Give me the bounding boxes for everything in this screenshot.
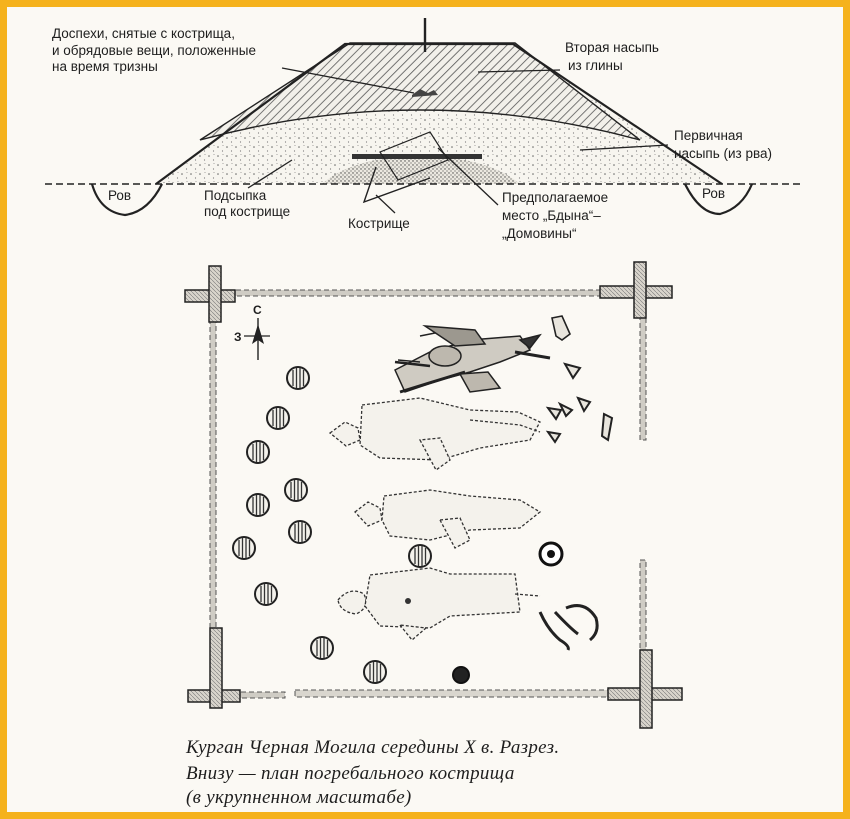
post-se-vertical (639, 649, 653, 729)
skeleton-1 (328, 397, 541, 471)
post-sw-vertical (209, 627, 223, 709)
armor-label: Доспехи, снятые с кострища, и обрядовые … (52, 26, 260, 74)
shield (232, 536, 256, 560)
skeleton-3 (337, 567, 541, 641)
bdyn-shape (379, 131, 449, 181)
ditch-left (90, 183, 163, 217)
armor-item (551, 315, 571, 341)
corner-posts (184, 261, 683, 729)
horn (538, 611, 570, 651)
shield (254, 582, 278, 606)
figure-caption: Курган Черная Могила середины X в. Разре… (185, 737, 564, 808)
compass-west: З (234, 330, 242, 344)
shield (408, 544, 432, 568)
armor-pile (412, 89, 438, 97)
ditch-right (684, 183, 754, 216)
leader-lines (247, 67, 669, 214)
fragment (545, 430, 562, 444)
fragments (545, 362, 614, 444)
fragment (562, 362, 582, 380)
vessel (547, 550, 555, 558)
pyre-label: Кострище (348, 216, 410, 231)
fragment (557, 401, 574, 418)
mound-outline (155, 42, 723, 185)
ditch-right-label: Ров (702, 186, 725, 201)
shield (363, 660, 387, 684)
post-nw-vertical (208, 265, 222, 323)
horn (553, 610, 579, 636)
post-ne-vertical (633, 261, 647, 319)
pyre-pit (362, 166, 431, 204)
pyre-bedding (322, 155, 520, 184)
skeleton-2 (354, 489, 542, 549)
bdyn-label: Предполагаемое место „Бдына“– „Домовины“ (502, 190, 612, 241)
shield (310, 636, 334, 660)
shield (288, 520, 312, 544)
cross-section: Доспехи, снятые с кострища, и обрядовые … (45, 18, 800, 241)
shield (286, 366, 310, 390)
primary-mound-label: Первичная насыпь (из рва) (674, 128, 772, 161)
shield (246, 493, 270, 517)
fragment (600, 412, 614, 442)
shield (284, 478, 308, 502)
armor-cluster (394, 325, 551, 394)
shield (246, 440, 270, 464)
vessel (452, 666, 470, 684)
skeleton-3-ornament (405, 598, 411, 604)
horn (565, 604, 599, 642)
compass-north: С (253, 303, 262, 317)
ditch-left-label: Ров (108, 188, 131, 203)
pyre-layer (352, 154, 482, 159)
compass-rose: С З (234, 303, 270, 360)
second-mound-label: Вторая насыпь из глины (565, 40, 663, 73)
fragment (545, 406, 563, 421)
pyre-plan: С З (184, 261, 683, 729)
shield (266, 406, 290, 430)
vessels (452, 541, 564, 684)
bedding-label: Подсыпка под кострище (204, 188, 290, 219)
fragment (576, 396, 592, 414)
horns (538, 604, 599, 651)
